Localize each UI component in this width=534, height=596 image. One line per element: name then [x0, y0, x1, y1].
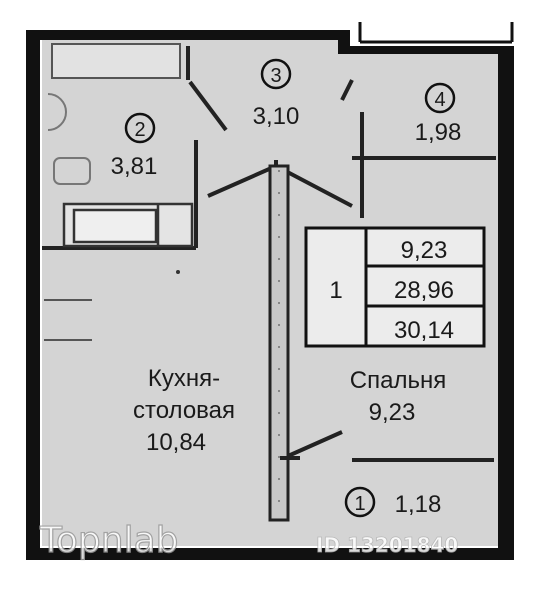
- room-number-circle: [424, 82, 456, 114]
- room-number-circle: [344, 486, 376, 518]
- kitchen-fixtures: [44, 43, 181, 341]
- room-area: 1,18: [395, 491, 442, 518]
- closet-door: [340, 79, 354, 101]
- table-rooms-count: 1: [329, 277, 342, 304]
- room-hall: 3 3,10: [253, 58, 300, 130]
- kitchen-fixture-dot: [176, 270, 180, 274]
- bedroom-door: [287, 430, 343, 458]
- summary-table: 1 9,23 28,96 30,14: [304, 226, 486, 348]
- room-number: 2: [134, 119, 145, 141]
- bathroom-fixtures: [47, 93, 91, 185]
- room-name-line2: столовая: [133, 397, 235, 424]
- room-area: 1,98: [415, 119, 462, 146]
- bathroom-walls: [42, 46, 198, 250]
- room-area: 10,84: [146, 429, 206, 456]
- watermark-id: ID 13201840: [316, 533, 458, 557]
- outer-walls: [26, 30, 514, 560]
- room-bedroom: Спальня 9,23: [350, 367, 446, 426]
- room-bath: 2 3,81: [111, 112, 158, 180]
- room-number-circle: [124, 112, 156, 144]
- room-area: 3,10: [253, 103, 300, 130]
- room-kitchen: Кухня- столовая 10,84: [133, 365, 235, 456]
- room-number-circle: [260, 58, 292, 90]
- watermark-logo: Topnlab: [39, 520, 178, 561]
- bathtub: [62, 202, 194, 248]
- room-area: 3,81: [111, 153, 158, 180]
- room-closet: 4 1,98: [415, 82, 462, 146]
- room-name-line1: Кухня-: [148, 365, 220, 392]
- room-number: 4: [434, 89, 445, 111]
- room-number: 1: [354, 493, 365, 515]
- table-living-area: 9,23: [401, 237, 448, 264]
- room-number: 3: [270, 65, 281, 87]
- watermark: Topnlab ID 13201840: [38, 519, 458, 561]
- table-total-area: 28,96: [394, 277, 454, 304]
- room-balcony: 1 1,18: [344, 486, 442, 518]
- central-partition: [268, 164, 290, 522]
- table-total-with-balcony: 30,14: [394, 317, 454, 344]
- closet-walls: [352, 112, 496, 218]
- room-area: 9,23: [369, 399, 416, 426]
- bath-door: [188, 80, 228, 132]
- room-name: Спальня: [350, 367, 446, 394]
